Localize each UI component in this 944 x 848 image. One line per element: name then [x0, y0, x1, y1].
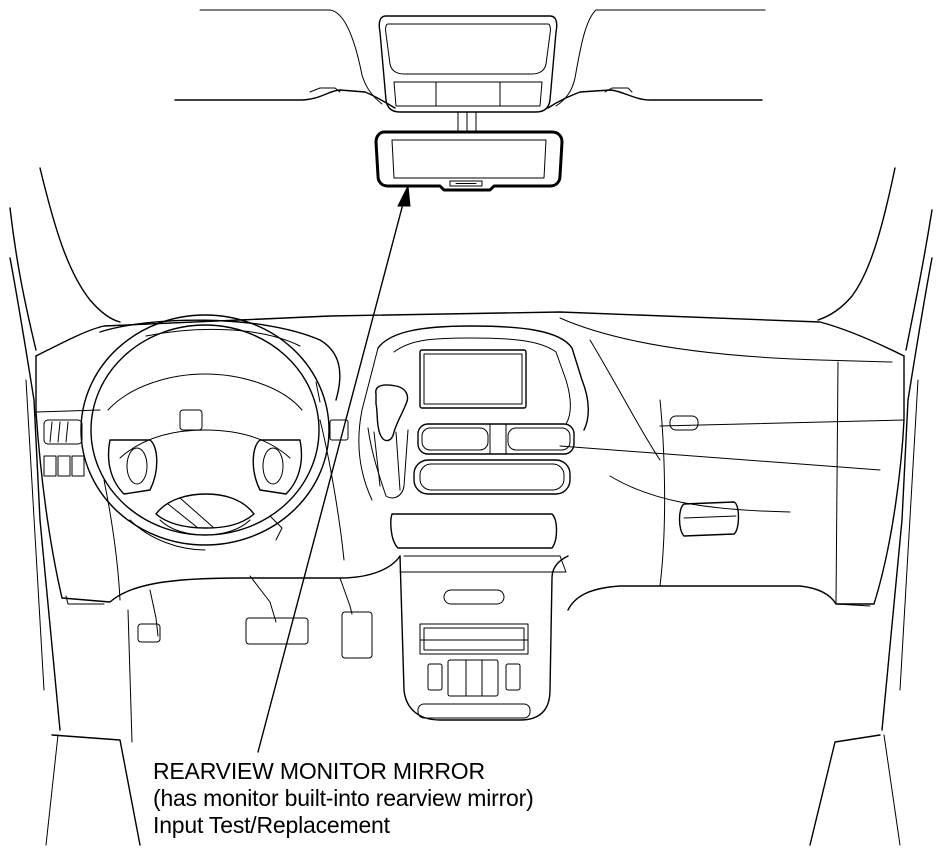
callout-title: REARVIEW MONITOR MIRROR — [153, 758, 485, 784]
glove-box-handle[interactable] — [678, 501, 740, 537]
console-switches[interactable] — [417, 659, 531, 719]
lower-console — [399, 555, 569, 721]
pedals[interactable] — [127, 575, 373, 743]
callout-leader — [257, 184, 411, 753]
center-vents[interactable] — [417, 423, 575, 455]
shift-lever[interactable] — [367, 384, 409, 499]
callout-label: REARVIEW MONITOR MIRROR (has monitor bui… — [153, 758, 713, 839]
passenger-vent[interactable] — [669, 415, 699, 431]
steering-wheel[interactable] — [80, 314, 330, 551]
center-stack — [358, 325, 589, 501]
audio-unit[interactable] — [413, 459, 571, 495]
left-switch-panel[interactable] — [43, 455, 85, 477]
rearview-monitor-mirror[interactable] — [374, 111, 564, 192]
navigation-screen[interactable] — [419, 349, 527, 409]
dashboard — [35, 311, 905, 611]
headliner — [174, 9, 766, 109]
callout-subtitle: (has monitor built-into rearview mirror) — [153, 785, 534, 811]
callout-procedure: Input Test/Replacement — [153, 812, 390, 838]
instrument-hood — [99, 319, 349, 441]
left-vent — [43, 419, 83, 445]
overhead-console — [378, 15, 558, 113]
climate-panel[interactable] — [390, 513, 558, 549]
pillars — [9, 167, 933, 846]
